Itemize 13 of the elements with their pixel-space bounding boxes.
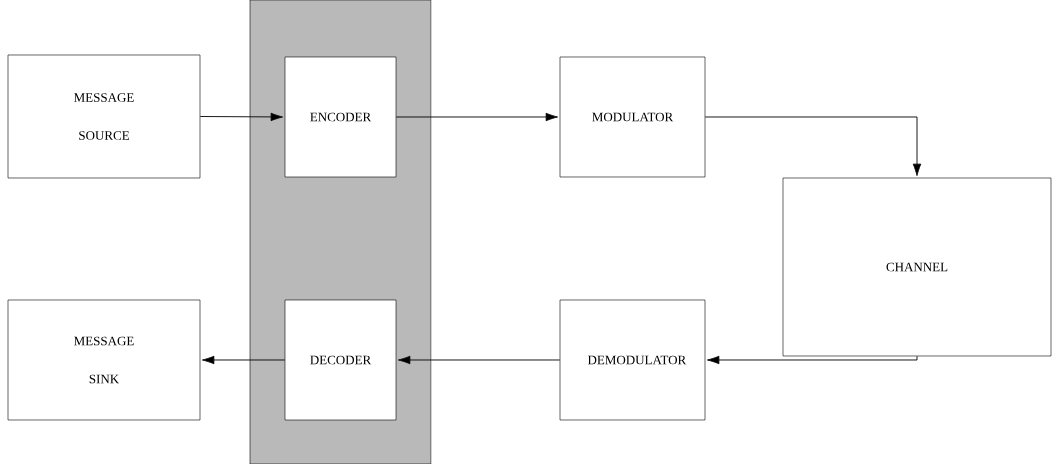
arrow <box>199 112 283 122</box>
arrow <box>398 355 561 365</box>
process-box: CHANNEL <box>782 177 1052 357</box>
arrow <box>707 355 918 365</box>
process-box: MODULATOR <box>559 56 706 178</box>
arrow <box>202 355 286 365</box>
process-box: MESSAGE SINK <box>7 299 201 421</box>
arrow <box>395 112 558 122</box>
process-box: MESSAGE SOURCE <box>7 54 201 179</box>
arrow <box>704 116 922 176</box>
process-box: ENCODER <box>284 56 397 178</box>
process-box: DECODER <box>284 299 397 421</box>
process-box: DEMODULATOR <box>559 299 706 421</box>
